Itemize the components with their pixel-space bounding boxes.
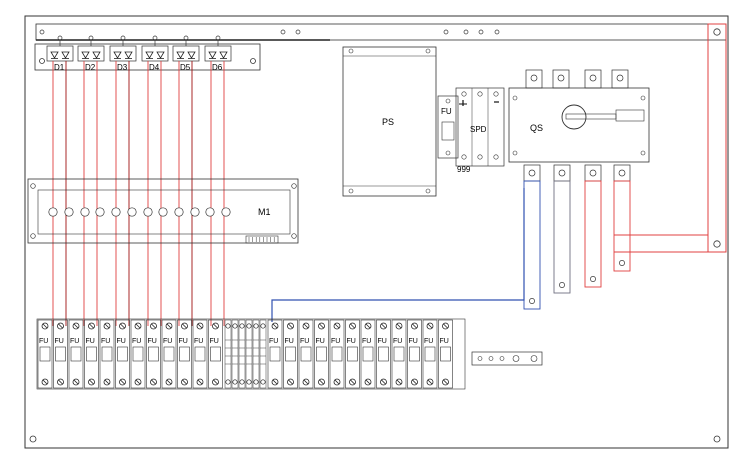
fuse-label: FU [194,338,203,345]
fuse-terminal: FU [161,319,177,389]
fuse-label: FU [424,338,433,345]
fuse-terminal: FU [267,319,283,389]
fuse-terminal: FU [391,319,407,389]
fuse-small [437,95,459,159]
fuse-small-label: FU [441,107,452,116]
fuse-label: FU [269,338,278,345]
spd-label: SPD [470,125,487,134]
qs-label: QS [530,123,543,133]
fuse-label: FU [163,338,172,345]
switch-qs [508,87,650,163]
fuse-terminal: FU [422,319,438,389]
diode-d4: D4 [141,35,169,72]
diode-plate [34,43,261,71]
diode-d2: D2 [77,35,105,72]
diode-label: D6 [212,63,223,72]
terminal [224,319,232,389]
fuse-label: FU [70,338,79,345]
module-label: M1 [258,207,271,217]
fuse-terminal: FU [314,319,329,389]
fuse-terminal: FU [115,319,130,389]
fuse-label: FU [347,338,356,345]
diode-d6: D6 [204,35,232,72]
fuse-label: FU [409,338,418,345]
spd-device [455,87,505,167]
fuse-label: FU [86,338,95,345]
module-m1 [27,178,299,244]
fuse-terminal: FU [345,319,360,389]
top-rail-holes [39,29,500,35]
fuse-terminal: FU [438,319,453,389]
ps-label: PS [382,117,394,127]
spd-counter: 999 [457,165,471,174]
terminal [245,319,253,389]
fuse-label: FU [440,338,449,345]
terminal-block: FU FU FU FU FU FU FU FU FU FU FU FU FU FU FU FU FU FU FU FU… [37,319,453,389]
fuse-label: FU [210,338,219,345]
diode-d3: D3 [109,35,137,72]
fuse-label: FU [179,338,188,345]
fuse-label: FU [148,338,157,345]
terminal [231,319,239,389]
diode-label: D1 [54,63,65,72]
fuse-label: FU [101,338,110,345]
fuse-terminal: FU [84,319,99,389]
fuse-terminal: FU [177,319,192,389]
terminal [252,319,260,389]
fuse-label: FU [378,338,387,345]
fuse-terminal: FU [298,319,314,389]
blue-wire [271,188,525,322]
fuse-terminal: FU [283,319,298,389]
fuse-terminal: FU [53,319,68,389]
diode-group: D1 D2 D3 D4 D5 D6 [46,35,232,72]
fuse-terminal: FU [146,319,161,389]
fuse-label: FU [39,338,48,345]
diode-label: D4 [149,63,160,72]
module-connector [245,235,279,244]
fuse-label: FU [285,338,294,345]
fuse-terminal: FU [130,319,146,389]
fuse-terminal: FU [376,319,391,389]
fuse-terminal: FU [360,319,376,389]
fuse-terminal: FU [37,319,53,389]
diode-label: D5 [180,63,191,72]
module-holes [48,207,231,217]
mount-hole [29,435,37,443]
fuse-terminal: FU [407,319,422,389]
diode-label: D2 [85,63,96,72]
fuse-terminal: FU [68,319,84,389]
fuse-terminal: FU [99,319,115,389]
fuse-label: FU [117,338,126,345]
fuse-label: FU [300,338,309,345]
fuse-label: FU [316,338,325,345]
fuse-label: FU [393,338,402,345]
terminal [238,319,246,389]
fuse-label: FU [55,338,64,345]
diode-label: D3 [117,63,128,72]
diode-d1: D1 [46,35,74,72]
fuse-label: FU [132,338,141,345]
terminal-rail [36,318,466,390]
right-rail [707,23,727,253]
diode-wires [52,61,225,326]
power-supply [342,46,437,197]
mount-hole [713,435,721,443]
qs-top-terminals [525,69,629,89]
diode-d5: D5 [172,35,200,72]
fuse-terminal: FU [192,319,208,389]
terminal [259,319,267,389]
switch-handle-icon[interactable] [561,104,587,130]
fuse-label: FU [362,338,371,345]
fuse-terminal: FU [208,319,223,389]
fuse-label: FU [331,338,340,345]
earth-bar [471,351,543,366]
fuse-terminal: FU [329,319,345,389]
